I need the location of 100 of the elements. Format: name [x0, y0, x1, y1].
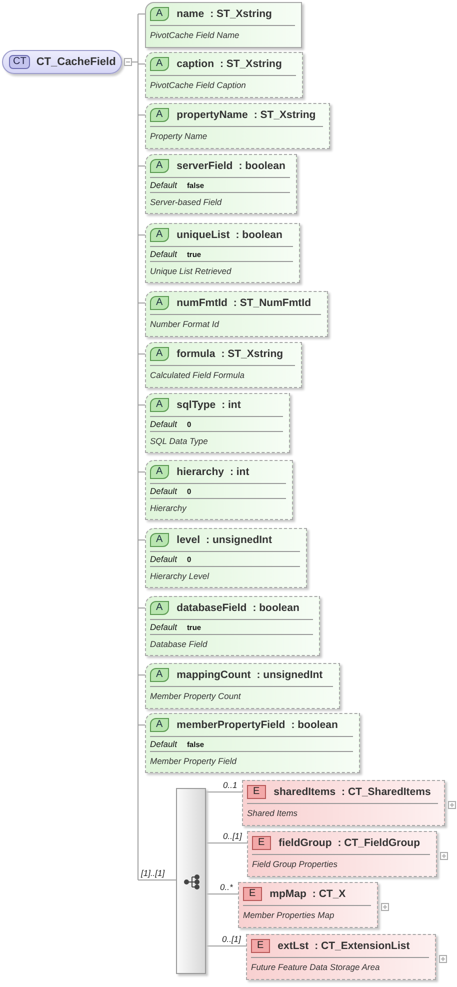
element-box	[238, 882, 378, 928]
connector-line	[138, 234, 146, 236]
attribute-box	[145, 596, 320, 656]
element-badge: E	[243, 887, 262, 901]
attribute-box	[145, 291, 328, 337]
default-label: Default	[150, 419, 177, 429]
type-label: : unsignedInt	[206, 534, 272, 546]
documentation-text: Property Name	[149, 130, 208, 141]
type-label: : CT_SharedItems	[342, 786, 431, 798]
documentation-text: Hierarchy Level	[149, 570, 210, 581]
connector-line	[138, 674, 146, 676]
name-label: formula	[176, 348, 216, 360]
default-label: Default	[150, 180, 177, 190]
attribute-badge: A	[150, 159, 169, 173]
name-label: hierarchy	[176, 466, 224, 478]
element-box	[247, 831, 437, 877]
attribute-box	[145, 713, 360, 773]
type-label: : ST_Xstring	[210, 8, 272, 20]
attribute-box	[145, 460, 293, 520]
documentation-text: Member Properties Map	[242, 909, 336, 920]
documentation-text: Member Property Field	[149, 755, 238, 766]
name-label: databaseField	[176, 602, 247, 614]
type-label: : ST_Xstring	[254, 109, 316, 121]
name-label: mpMap	[270, 888, 306, 900]
connector-line	[138, 114, 146, 116]
name-label: serverField	[176, 160, 233, 172]
name-label: mappingCount	[176, 669, 251, 681]
element-box	[242, 780, 445, 826]
name-label: extLst	[278, 940, 309, 952]
type-label: : int	[222, 399, 241, 411]
default-label: Default	[150, 554, 177, 564]
type-label: : int	[230, 466, 250, 478]
documentation-text: Server-based Field	[149, 196, 223, 207]
tree-trunk-line	[132, 14, 138, 880]
documentation-text: Shared Items	[246, 807, 299, 818]
attribute-box	[145, 103, 330, 149]
name-label: level	[176, 534, 200, 546]
attribute-box	[145, 154, 297, 214]
documentation-text: PivotCache Field Caption	[149, 79, 247, 90]
element-badge: E	[247, 785, 266, 799]
attribute-badge: A	[150, 465, 169, 479]
name-label: uniqueList	[176, 229, 230, 241]
type-label: : ST_Xstring	[220, 58, 282, 70]
connector-line	[206, 842, 248, 844]
attribute-badge: A	[150, 108, 169, 122]
documentation-text: Unique List Retrieved	[149, 265, 232, 276]
type-label: : CT_FieldGroup	[338, 837, 420, 849]
documentation-text: Future Feature Data Storage Area	[250, 961, 381, 972]
multiplicity-label: 0..*	[219, 882, 234, 892]
name-label: name	[176, 8, 204, 20]
attribute-badge: A	[150, 57, 169, 71]
attribute-box	[145, 393, 290, 453]
type-label: : boolean	[238, 160, 286, 172]
attribute-badge: A	[150, 296, 169, 310]
type-label: : unsignedInt	[256, 669, 323, 681]
name-label: caption	[176, 58, 214, 70]
default-label: Default	[150, 622, 177, 632]
sequence-compositor	[176, 788, 206, 974]
type-label: : boolean	[236, 229, 282, 241]
attribute-box	[145, 528, 307, 588]
documentation-text: Field Group Properties	[251, 858, 339, 869]
documentation-text: Calculated Field Formula	[149, 369, 246, 380]
multiplicity-label: [1]..[1]	[140, 868, 166, 878]
element-badge: E	[252, 836, 271, 850]
connector-line	[138, 404, 146, 406]
attribute-badge: A	[150, 398, 169, 412]
documentation-text: Hierarchy	[149, 502, 188, 513]
type-name: CT_CacheField	[36, 56, 116, 68]
multiplicity-label: 0..[1]	[222, 831, 243, 841]
attribute-box	[145, 223, 300, 283]
name-label: memberPropertyField	[176, 719, 286, 731]
attribute-box	[145, 52, 303, 98]
name-label: sharedItems	[274, 786, 336, 798]
documentation-text: Database Field	[149, 638, 208, 649]
documentation-text: Number Format Id	[149, 318, 220, 329]
type-label: : ST_NumFmtId	[233, 297, 312, 309]
type-label: : ST_Xstring	[221, 348, 284, 360]
name-label: numFmtId	[176, 297, 228, 309]
attribute-badge: A	[150, 228, 169, 242]
multiplicity-label: 0..1	[222, 780, 238, 790]
element-box	[246, 934, 436, 980]
type-label: : boolean	[252, 602, 300, 614]
type-label: : CT_ExtensionList	[314, 940, 410, 952]
attribute-box	[145, 342, 302, 388]
default-label: Default	[150, 739, 177, 749]
multiplicity-label: 0..[1]	[221, 934, 242, 944]
attribute-box	[145, 2, 302, 48]
default-label: Default	[150, 249, 177, 259]
type-label: : CT_X	[312, 888, 346, 900]
attribute-badge: A	[150, 601, 169, 615]
attribute-badge: A	[150, 347, 169, 361]
attribute-badge: A	[150, 718, 169, 732]
connector-line	[138, 724, 146, 726]
documentation-text: SQL Data Type	[149, 435, 209, 446]
element-badge: E	[251, 939, 270, 953]
attribute-badge: A	[150, 7, 169, 21]
type-badge: CT	[9, 55, 30, 69]
attribute-badge: A	[150, 668, 169, 682]
default-label: Default	[150, 486, 177, 496]
documentation-text: Member Property Count	[149, 690, 242, 701]
